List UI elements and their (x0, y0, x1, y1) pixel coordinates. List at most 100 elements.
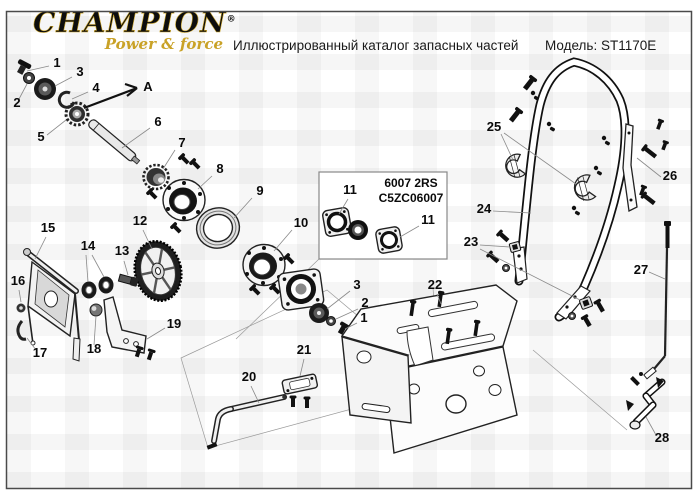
part-23-clamp-right (568, 296, 605, 328)
part-14-bearings (81, 276, 114, 299)
part-21-bracket (281, 373, 319, 395)
part-label-19: 19 (167, 316, 181, 331)
part-8-bearing-flange (162, 178, 206, 222)
bearing-flange-assembly (277, 268, 325, 311)
part-label-11: 11 (421, 212, 435, 227)
leader-line (492, 210, 532, 214)
bolts-near-flange10 (249, 253, 295, 296)
part-27-rod (630, 221, 671, 386)
part-label-2: 2 (13, 95, 20, 110)
leader-line (46, 119, 67, 136)
part-label-5: 5 (37, 129, 44, 144)
part-label-20: 20 (242, 369, 256, 384)
leader-line (250, 385, 260, 404)
leader-line (123, 260, 129, 276)
leader-line (503, 132, 577, 185)
part-label-17: 17 (33, 345, 47, 360)
part-10-flange-plate (242, 243, 286, 287)
leader-line (71, 91, 89, 100)
part-label-8: 8 (216, 161, 223, 176)
part-label-2: 2 (361, 295, 368, 310)
leader-line (344, 322, 358, 330)
handle-mount-bolts (508, 74, 538, 123)
part-label-18: 18 (87, 341, 101, 356)
part-19-bracket (103, 296, 156, 361)
part-label-25: 25 (487, 119, 501, 134)
leader-line (197, 175, 213, 190)
callout-line2: C5ZC06007 (379, 191, 444, 205)
part-label-16: 16 (11, 273, 25, 288)
brand-tagline: Power & force (104, 34, 223, 53)
leader-line (26, 337, 37, 351)
leader-line (162, 149, 176, 170)
leader-line (233, 197, 253, 219)
housing-top-bolts (409, 290, 481, 345)
part-label-22: 22 (428, 277, 442, 292)
part-label-6: 6 (154, 114, 161, 129)
part-1b-bolt (337, 321, 350, 335)
part-26-lever (622, 123, 638, 212)
leader-line (326, 290, 351, 310)
part-25-clip-right (573, 174, 597, 201)
housing-frame (340, 284, 518, 454)
leader-line (636, 157, 662, 178)
part-label-12: 12 (133, 213, 147, 228)
part-label-4: 4 (92, 80, 100, 95)
part-1-bolt (17, 59, 32, 75)
part-label-28: 28 (655, 430, 669, 445)
part-label-23: 23 (464, 234, 478, 249)
part-2b-nut (326, 316, 336, 326)
leader-line (338, 198, 349, 215)
part-9-ring (195, 207, 241, 249)
registered-mark: ® (226, 14, 237, 25)
part-13-bolt (117, 273, 139, 287)
part-28-crank (626, 377, 666, 430)
leader-line (645, 416, 657, 436)
leader-line (142, 229, 153, 250)
part-label-26: 26 (663, 168, 677, 183)
leader-line (299, 358, 305, 377)
leader-line (91, 254, 105, 278)
part-label-3: 3 (76, 64, 83, 79)
leader-line (436, 293, 442, 305)
leader-line (121, 127, 151, 149)
part-3-pulley (34, 78, 56, 100)
bolts-near-gear (146, 153, 201, 234)
handle-screw-pairs (530, 90, 610, 216)
part-6-shaft (88, 119, 141, 165)
part-label-10: 10 (294, 215, 308, 230)
part-5-sprocket (64, 101, 90, 127)
part-label-1: 1 (53, 55, 60, 70)
part-12-pulley-wheel (133, 240, 183, 302)
part-label-1: 1 (360, 310, 367, 325)
model-label: Модель: ST1170E (545, 38, 657, 53)
part-label-14: 14 (81, 238, 96, 253)
view-direction-arrow (83, 82, 138, 110)
part-11-flange-right (375, 226, 403, 254)
leader-line (34, 236, 47, 260)
part-15-frame-plate (23, 248, 81, 362)
part-label-9: 9 (256, 183, 263, 198)
part-label-21: 21 (297, 342, 311, 357)
part-label-24: 24 (477, 201, 492, 216)
leader-line (26, 65, 50, 72)
part-7-gear (142, 163, 170, 191)
part-2-nut (23, 72, 35, 84)
part-label-15: 15 (41, 220, 55, 235)
leader-line (648, 271, 666, 280)
part-label-11: 11 (343, 182, 357, 197)
part-25-clip-left (505, 153, 527, 178)
page-title: Иллюстрированный каталог запасных частей (233, 38, 519, 53)
leader-line (273, 229, 293, 252)
view-arrow-label: A (143, 79, 153, 94)
leader-line (479, 248, 581, 301)
leader-line (85, 254, 89, 283)
leader-line (399, 225, 420, 238)
leader-line (146, 327, 166, 340)
leader-line (479, 244, 511, 248)
leader-line (93, 315, 97, 346)
part-11-bearing (348, 220, 368, 240)
